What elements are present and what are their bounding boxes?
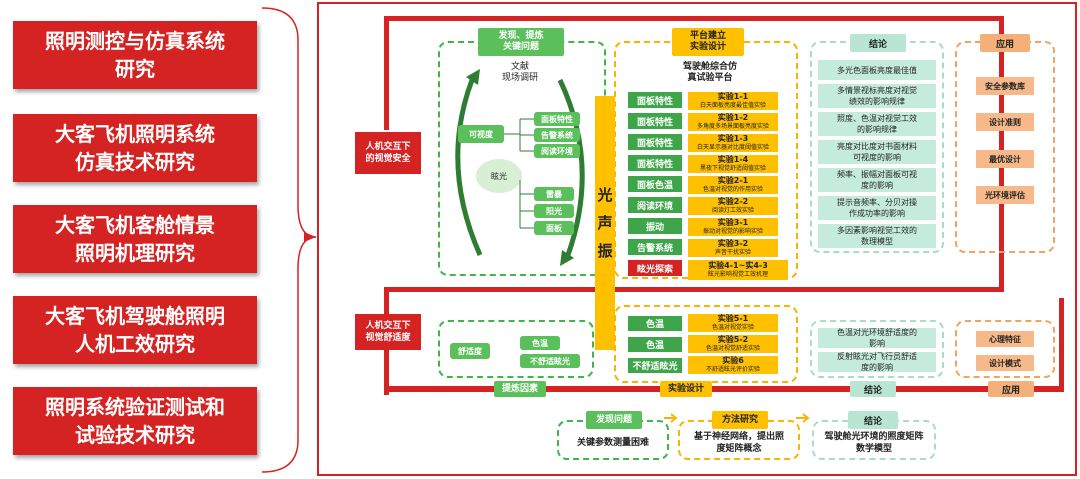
bottom-arrow-2 bbox=[796, 413, 810, 423]
title-block-3: 大客飞机客舱情景 照明机理研究 bbox=[13, 205, 257, 273]
vbar-char-2: 声 bbox=[597, 214, 613, 232]
comfort-row-left: 色温 bbox=[628, 316, 682, 331]
comfort-discover-panel bbox=[438, 320, 594, 378]
bottom-label-design: 实验设计 bbox=[660, 381, 712, 397]
visual-comfort-label: 人机交互下 视觉舒适度 bbox=[355, 314, 421, 350]
discover-item-5: 阳光 bbox=[534, 204, 574, 218]
title-block-1: 照明测控与仿真系统 研究 bbox=[13, 21, 257, 89]
application-item: 设计准则 bbox=[976, 113, 1034, 131]
bottom-label-conclusion: 结论 bbox=[850, 381, 896, 397]
platform-row-left: 振动 bbox=[628, 218, 682, 234]
comfort-row-left: 不舒适眩光 bbox=[628, 358, 682, 373]
application-item: 安全参数库 bbox=[976, 77, 1034, 95]
bottom-conclusion-header: 结论 bbox=[848, 411, 898, 429]
platform-title: 驾驶舱综合仿 真试验平台 bbox=[682, 62, 737, 83]
discover-item-3: 阅读环境 bbox=[534, 144, 580, 158]
discover-item-6: 面板 bbox=[534, 221, 574, 235]
left-route-down bbox=[384, 347, 389, 395]
conclusion-item: 多光色面板亮度最佳值 bbox=[818, 60, 936, 80]
bottom-bar-right bbox=[1059, 298, 1064, 392]
comfort-application: 心理特征 bbox=[976, 331, 1034, 347]
bottom-arrow-1 bbox=[664, 413, 678, 423]
application-item: 光环境评估 bbox=[976, 186, 1034, 204]
bottom-label-factors: 提炼因素 bbox=[494, 381, 546, 397]
title-block-2: 大客飞机照明系统 仿真技术研究 bbox=[13, 114, 257, 182]
comfort-item: 不舒适眩光 bbox=[520, 354, 580, 368]
discover-item-4: 雷暴 bbox=[534, 187, 574, 201]
conclusion-item: 多因素影响视觉工效的 数理模型 bbox=[818, 224, 936, 248]
title-block-4: 大客飞机驾驶舱照明 人机工效研究 bbox=[13, 296, 257, 364]
bottom-method-header: 方法研究 bbox=[712, 411, 768, 429]
cycle-arrows bbox=[455, 69, 585, 266]
conclusion-header: 结论 bbox=[850, 34, 906, 52]
light-sound-vibration-bar: 光 声 振 bbox=[595, 96, 615, 350]
platform-row-left: 告警系统 bbox=[628, 239, 682, 255]
discover-item-1: 面板特性 bbox=[534, 112, 580, 126]
platform-row-left: 面板特性 bbox=[628, 155, 682, 171]
platform-row-left: 面板特性 bbox=[628, 134, 682, 150]
comfort-row-left: 色温 bbox=[628, 337, 682, 352]
brace-arrow bbox=[261, 7, 317, 473]
title-block-5: 照明系统验证测试和 试验技术研究 bbox=[13, 387, 257, 455]
mid-route-line bbox=[384, 287, 1004, 292]
glare-node bbox=[476, 159, 522, 193]
bottom-discover-text: 关键参数测量困难 bbox=[576, 438, 649, 448]
glare-label: 眩光 bbox=[491, 172, 507, 181]
literature-text: 文献 现场调研 bbox=[501, 62, 538, 83]
visibility-node: 可视度 bbox=[458, 125, 504, 143]
bottom-discover-header: 发现问题 bbox=[586, 411, 642, 429]
comfort-conclusion: 反射眩光对飞行员舒适 度的影响 bbox=[818, 352, 936, 372]
left-route-top bbox=[384, 16, 389, 130]
bottom-conclusion-text: 驾驶舱光环境的照度矩阵 数学模型 bbox=[824, 432, 924, 454]
application-panel bbox=[955, 41, 1055, 253]
left-route-mid bbox=[384, 287, 389, 315]
conclusion-item: 照度、色温对视觉工效 的影响规律 bbox=[818, 112, 936, 136]
comfort-conclusion: 色温对光环境舒适度的 影响 bbox=[818, 328, 936, 348]
application-item: 最优设计 bbox=[976, 150, 1034, 168]
main-frame bbox=[317, 2, 1077, 476]
bottom-label-application: 应用 bbox=[988, 381, 1034, 397]
top-route-line bbox=[384, 16, 1004, 21]
visual-safety-label: 人机交互下 的视觉安全 bbox=[355, 132, 421, 174]
platform-row-left: 面板色温 bbox=[628, 176, 682, 192]
conclusion-item: 亮度对比度对书面材料 可视度的影响 bbox=[818, 140, 936, 164]
conclusion-item: 提示音频率、分贝对操 作成功率的影响 bbox=[818, 196, 936, 220]
comfort-item: 色温 bbox=[520, 336, 560, 350]
bottom-bar bbox=[384, 386, 1064, 392]
conclusion-item: 频率、振幅对面板可视 度的影响 bbox=[818, 168, 936, 192]
discover-item-2: 告警系统 bbox=[534, 128, 580, 142]
comfort-application: 设计模式 bbox=[976, 355, 1034, 371]
comfort-conclusion-panel bbox=[810, 320, 944, 378]
application-header: 应用 bbox=[980, 34, 1030, 52]
bottom-method-text: 基于神经网络，提出照 度矩阵概念 bbox=[693, 432, 784, 454]
platform-row-left: 面板特性 bbox=[628, 113, 682, 129]
conclusion-item: 多情景视标亮度对视觉 绩效的影响规律 bbox=[818, 84, 936, 108]
platform-row-left: 面板特性 bbox=[628, 92, 682, 108]
platform-header: 平台建立 实验设计 bbox=[672, 28, 744, 56]
discover-header: 发现、提炼 关键问题 bbox=[478, 28, 564, 56]
vbar-char-3: 振 bbox=[597, 242, 613, 260]
discover-connectors bbox=[504, 118, 534, 229]
comfort-node: 舒适度 bbox=[450, 343, 490, 359]
platform-row-left: 阅读环境 bbox=[628, 197, 682, 213]
platform-row-left-glare: 眩光探索 bbox=[628, 260, 682, 276]
comfort-application-panel bbox=[955, 320, 1055, 378]
vbar-char-1: 光 bbox=[597, 186, 613, 204]
